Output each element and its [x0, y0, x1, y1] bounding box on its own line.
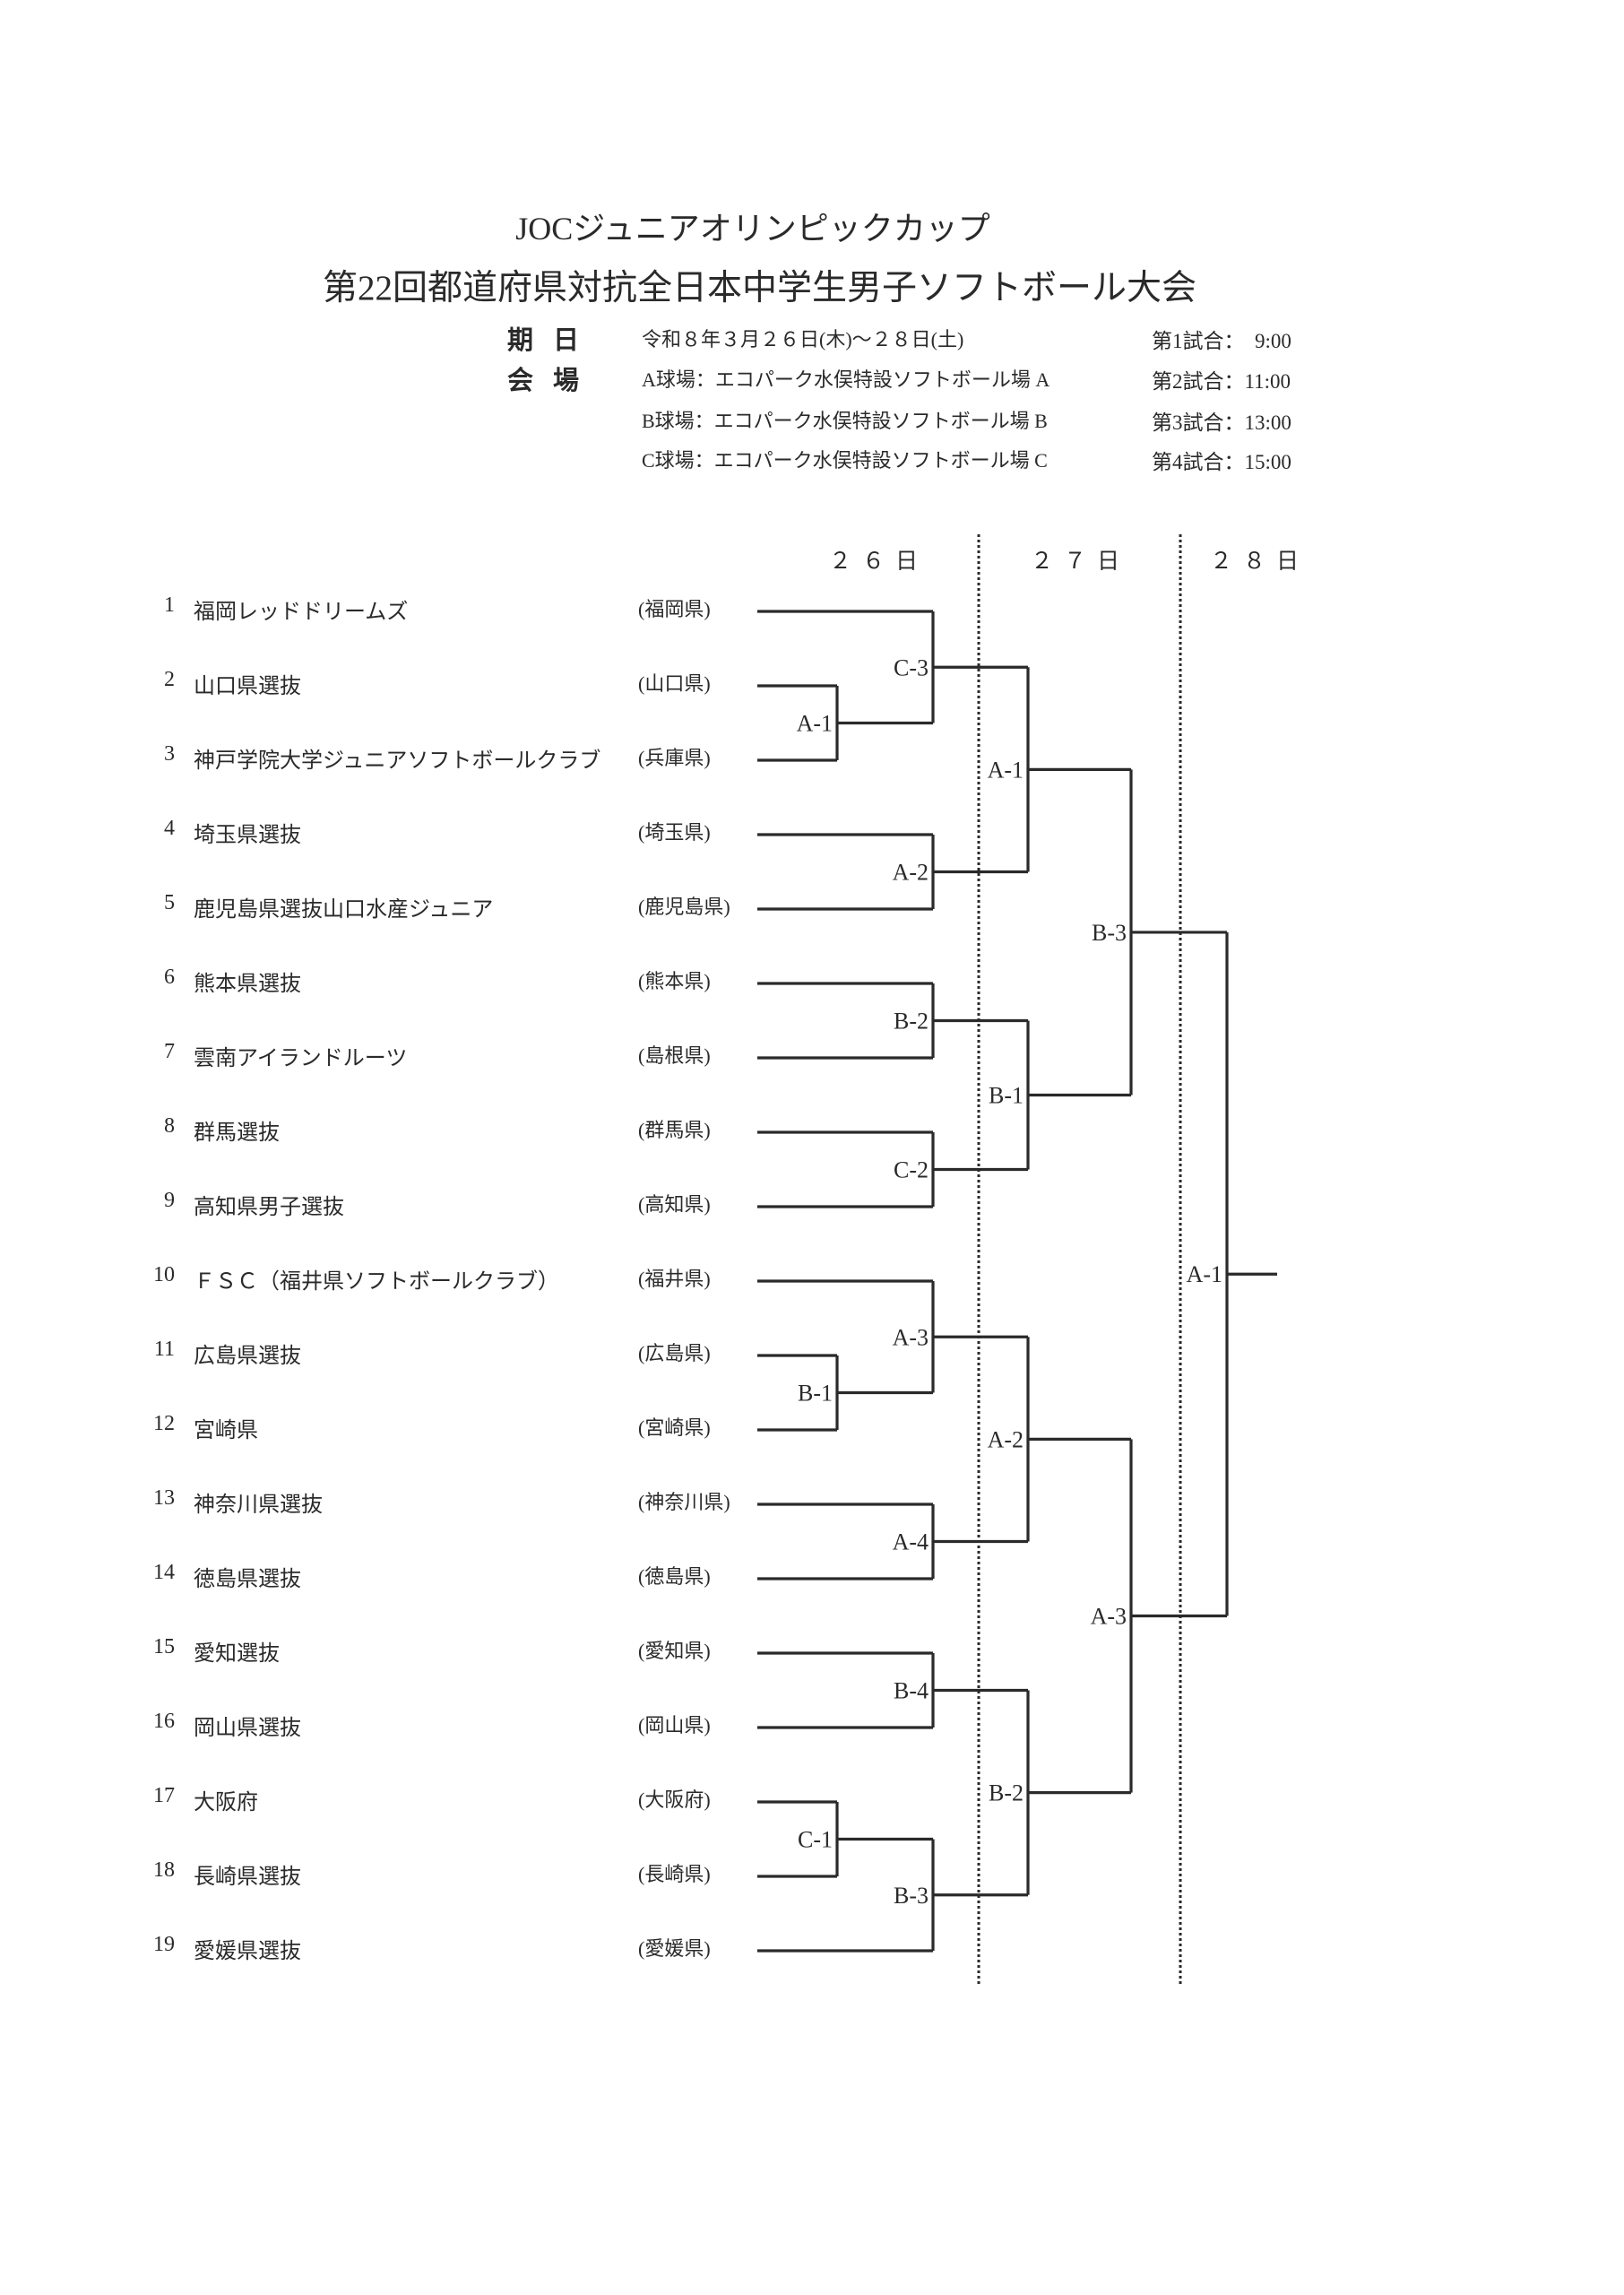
- match-label-r2-a1: A-1: [988, 757, 1024, 783]
- team-name: 雲南アイランドルーツ: [194, 1047, 408, 1070]
- team-prefecture: (群馬県): [638, 1119, 711, 1141]
- team-number: 13: [153, 1486, 175, 1510]
- time-game-4: 第4試合：15:00: [1152, 451, 1291, 473]
- team-prefecture: (島根県): [638, 1044, 711, 1067]
- team-number: 4: [164, 817, 175, 840]
- match-label-r1-c1: C-1: [798, 1827, 833, 1853]
- team-name: 山口県選抜: [194, 675, 301, 698]
- team-prefecture: (大阪府): [638, 1788, 711, 1811]
- team-name: 愛媛県選抜: [194, 1940, 301, 1963]
- team-number: 5: [164, 891, 175, 914]
- day-label-27: ２７日: [1031, 550, 1131, 574]
- match-label-r3-a3: A-3: [1091, 1604, 1127, 1630]
- team-prefecture: (埼玉県): [638, 821, 711, 844]
- team-number: 18: [153, 1858, 175, 1882]
- time-game-1: 第1試合： 9:00: [1152, 330, 1291, 352]
- team-number: 9: [164, 1189, 175, 1212]
- match-label-r1-a4: A-4: [893, 1529, 929, 1555]
- team-name: 群馬選抜: [194, 1122, 280, 1145]
- team-prefecture: (鹿児島県): [638, 896, 730, 918]
- match-label-r1-a3: A-3: [893, 1324, 929, 1350]
- match-label-r2-b1: B-1: [989, 1083, 1024, 1109]
- match-label-r1-a2: A-2: [893, 860, 929, 886]
- team-name: 徳島県選抜: [194, 1568, 301, 1591]
- team-name: 神戸学院大学ジュニアソフトボールクラブ: [194, 749, 601, 773]
- team-name: 愛知選抜: [194, 1642, 280, 1666]
- team-prefecture: (愛知県): [638, 1640, 711, 1662]
- title-line-2: 第22回都道府県対抗全日本中学生男子ソフトボール大会: [323, 269, 1197, 307]
- team-number: 17: [153, 1784, 175, 1807]
- team-name: 熊本県選抜: [194, 973, 301, 996]
- day-label-26: ２６日: [829, 550, 929, 574]
- venue-c: C球場：エコパーク水俣特設ソフトボール場 C: [642, 449, 1048, 472]
- team-number: 1: [164, 593, 175, 617]
- team-name: 広島県選抜: [194, 1345, 301, 1368]
- team-number: 3: [164, 742, 175, 766]
- time-game-2: 第2試合：11:00: [1152, 370, 1291, 393]
- match-label-r3-b3: B-3: [1092, 920, 1127, 946]
- match-label-r2-b2: B-2: [989, 1780, 1024, 1806]
- team-prefecture: (徳島県): [638, 1565, 711, 1588]
- team-number: 16: [153, 1710, 175, 1733]
- time-game-3: 第3試合：13:00: [1152, 411, 1291, 434]
- team-name: 埼玉県選抜: [194, 824, 301, 847]
- team-prefecture: (福井県): [638, 1268, 711, 1290]
- team-prefecture: (山口県): [638, 672, 711, 695]
- team-prefecture: (愛媛県): [638, 1937, 711, 1960]
- team-prefecture: (広島県): [638, 1342, 711, 1364]
- team-name: 長崎県選抜: [194, 1866, 301, 1889]
- team-name: 鹿児島県選抜山口水産ジュニア: [194, 898, 494, 922]
- team-prefecture: (神奈川県): [638, 1491, 730, 1513]
- team-prefecture: (長崎県): [638, 1863, 711, 1885]
- team-number: 8: [164, 1114, 175, 1138]
- title-line-1: JOCジュニアオリンピックカップ: [515, 211, 990, 247]
- match-label-r1-b3: B-3: [894, 1883, 929, 1909]
- match-label-r1-a1: A-1: [797, 711, 833, 737]
- team-name: 岡山県選抜: [194, 1717, 301, 1740]
- team-number: 6: [164, 966, 175, 989]
- date-value: 令和８年３月２６日(木)～２８日(土): [642, 328, 964, 351]
- team-number: 14: [153, 1561, 175, 1584]
- team-number: 10: [153, 1263, 175, 1286]
- match-label-r1-c2: C-2: [894, 1157, 929, 1183]
- venue-a: A球場：エコパーク水俣特設ソフトボール場 A: [642, 368, 1050, 391]
- team-prefecture: (兵庫県): [638, 747, 711, 769]
- team-number: 12: [153, 1412, 175, 1435]
- team-prefecture: (福岡県): [638, 598, 711, 620]
- match-label-final-a1: A-1: [1187, 1261, 1222, 1287]
- team-number: 11: [153, 1338, 175, 1361]
- team-prefecture: (熊本県): [638, 970, 711, 992]
- team-name: 高知県男子選抜: [194, 1196, 344, 1219]
- team-number: 19: [153, 1933, 175, 1956]
- team-number: 7: [164, 1040, 175, 1063]
- team-prefecture: (高知県): [638, 1193, 711, 1216]
- date-label: 期日: [507, 326, 600, 355]
- match-label-r1-b4: B-4: [894, 1678, 929, 1704]
- match-label-r1-b1: B-1: [798, 1381, 833, 1407]
- venue-label: 会場: [507, 367, 600, 395]
- team-name: 大阪府: [194, 1791, 258, 1814]
- team-number: 15: [153, 1635, 175, 1658]
- team-name: 福岡レッドドリームズ: [194, 601, 409, 624]
- match-label-r2-a2: A-2: [988, 1426, 1024, 1452]
- team-name: 神奈川県選抜: [194, 1494, 323, 1517]
- team-name: ＦＳＣ（福井県ソフトボールクラブ）: [194, 1270, 559, 1294]
- day-label-28: ２８日: [1210, 550, 1310, 574]
- team-name: 宮崎県: [194, 1419, 258, 1442]
- team-number: 2: [164, 668, 175, 691]
- venue-b: B球場：エコパーク水俣特設ソフトボール場 B: [642, 410, 1048, 432]
- match-label-r1-c3: C-3: [894, 654, 929, 680]
- team-prefecture: (岡山県): [638, 1714, 711, 1736]
- team-prefecture: (宮崎県): [638, 1416, 711, 1439]
- match-label-r1-b2: B-2: [894, 1009, 929, 1035]
